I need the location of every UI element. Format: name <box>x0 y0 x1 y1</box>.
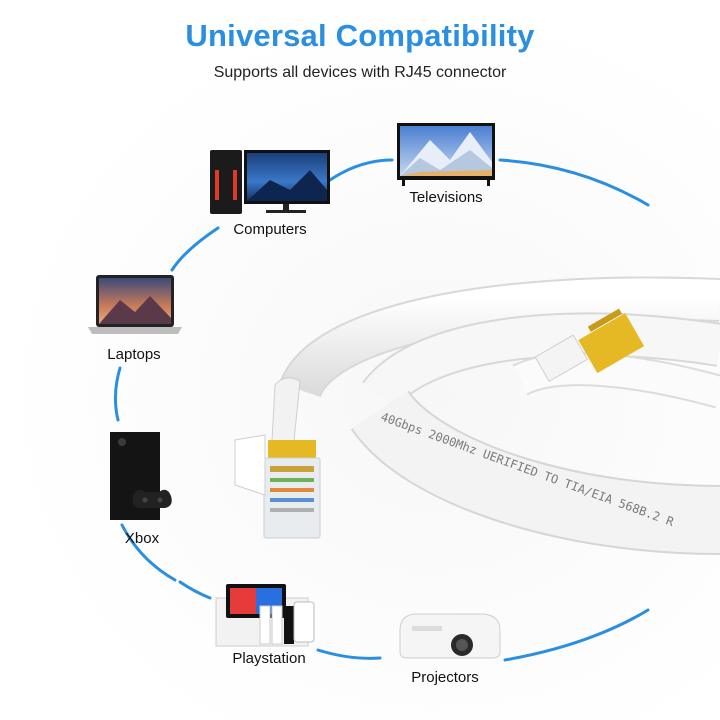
xbox-icon <box>110 432 172 520</box>
label-projectors: Projectors <box>411 669 479 686</box>
label-televisions: Televisions <box>409 189 483 206</box>
page-subtitle: Supports all devices with RJ45 connector <box>213 64 507 81</box>
label-computers: Computers <box>233 221 307 238</box>
cable-illustration <box>279 276 720 555</box>
label-laptops: Laptops <box>107 346 161 363</box>
rj45-plug-left <box>234 377 321 539</box>
page-title: Universal Compatibility <box>185 18 535 53</box>
computer-icon <box>210 150 330 214</box>
projector-icon <box>399 613 501 659</box>
rj45-plug-right <box>534 308 645 382</box>
label-xbox: Xbox <box>124 530 160 547</box>
television-icon <box>397 123 495 186</box>
laptop-icon <box>88 275 182 334</box>
label-playstation: Playstation <box>232 650 306 667</box>
connection-ring <box>113 158 650 662</box>
console-icon <box>215 584 315 647</box>
